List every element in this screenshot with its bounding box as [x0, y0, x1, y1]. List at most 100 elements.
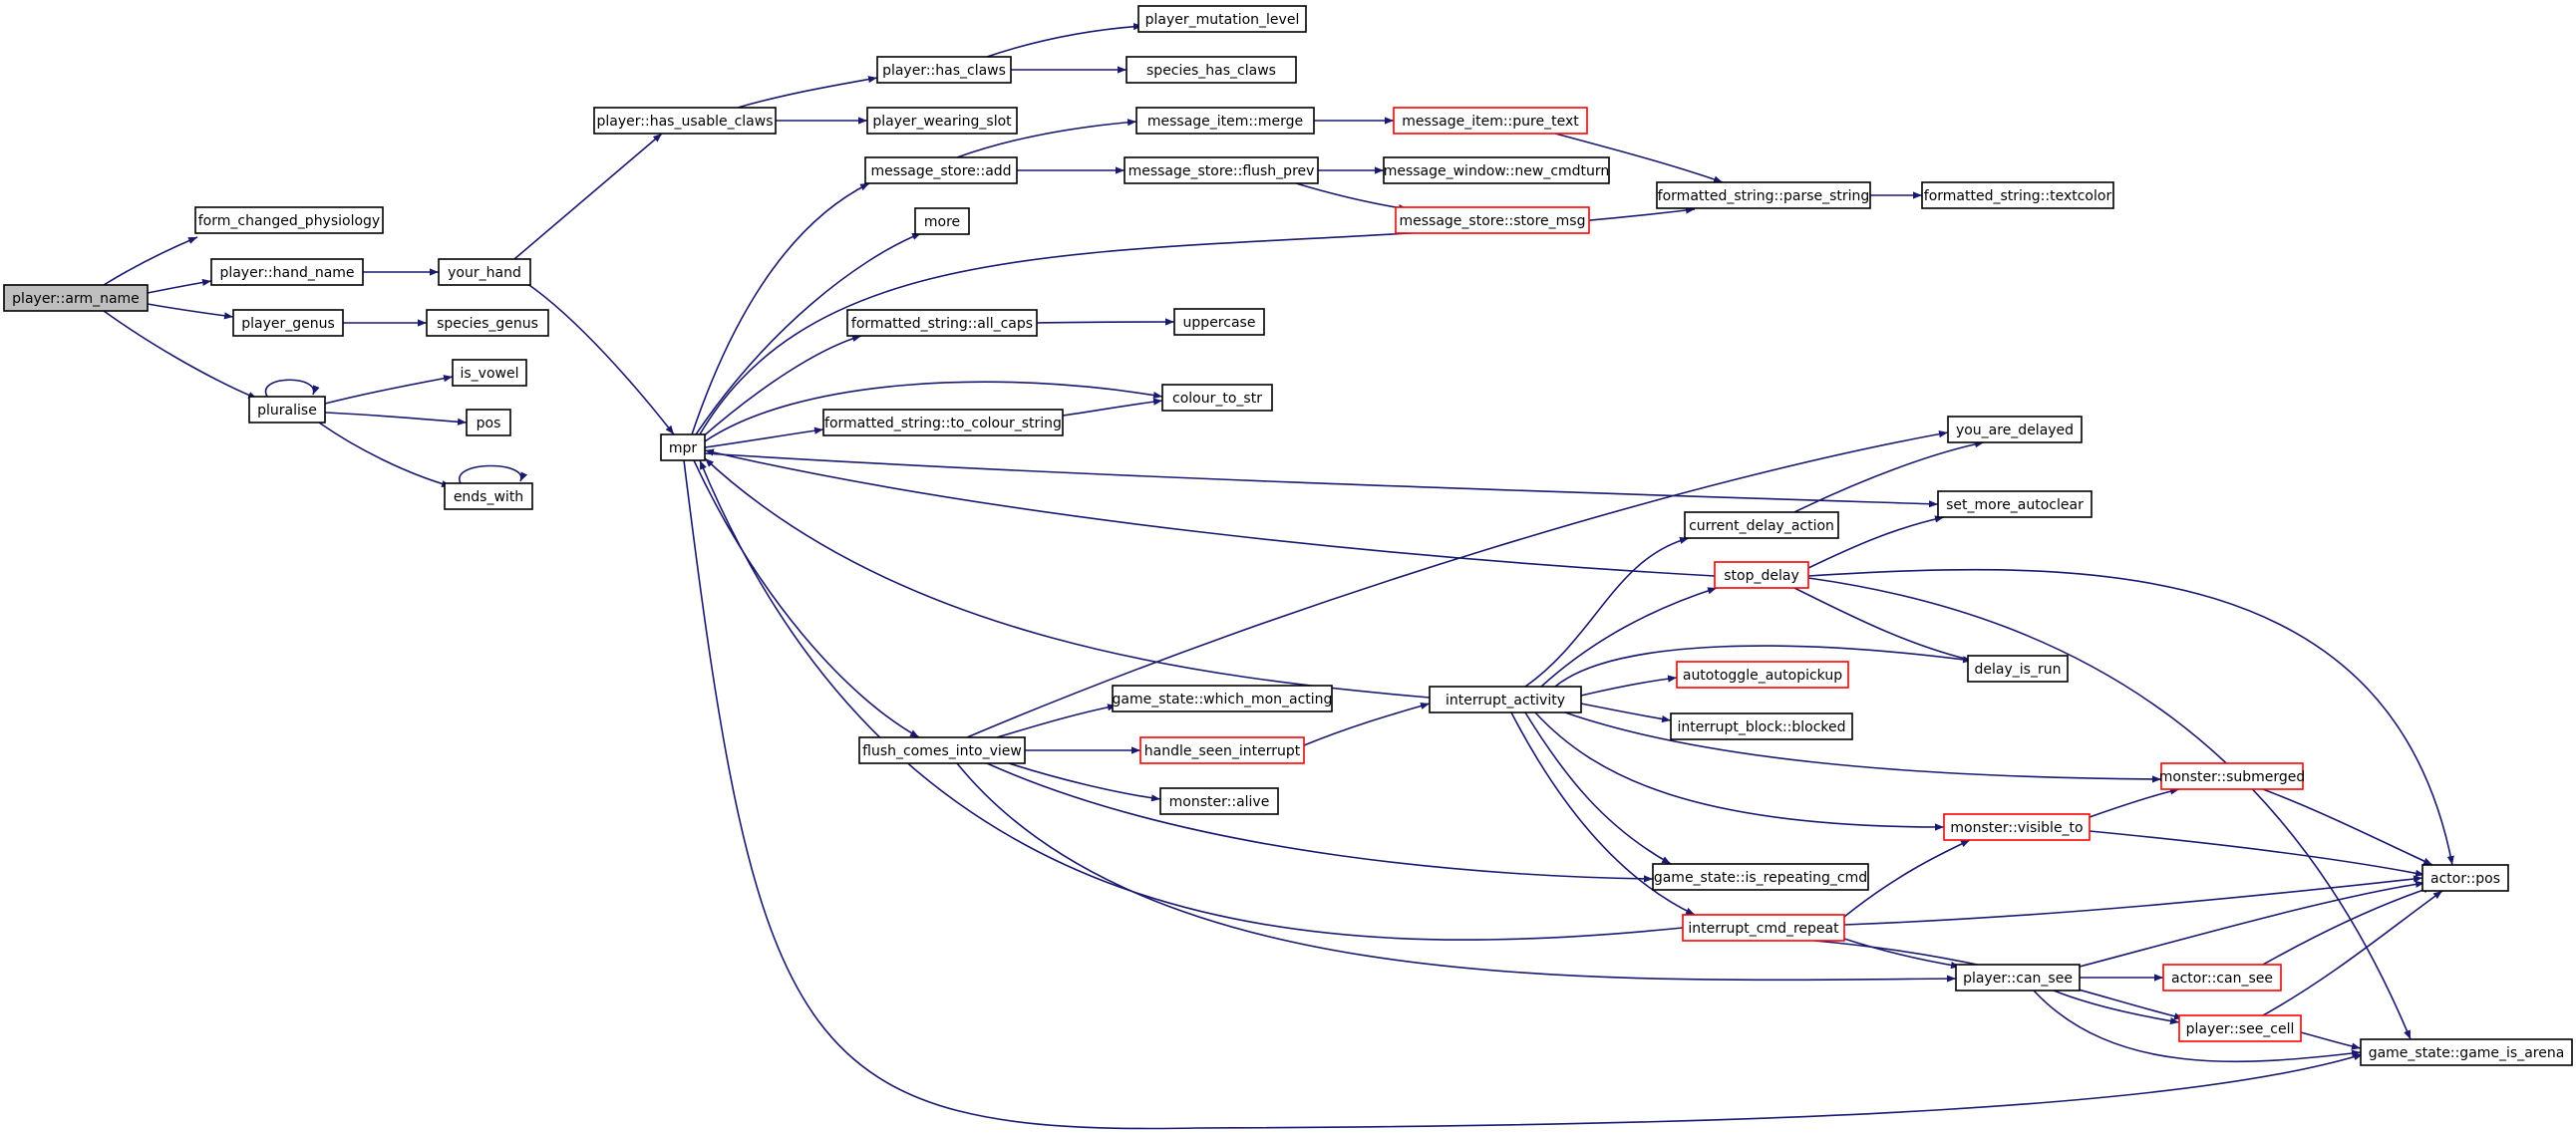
- node-ms-store-msg[interactable]: message_store::store_msg: [1395, 206, 1590, 234]
- node-ms-add[interactable]: message_store::add: [864, 156, 1018, 184]
- node-species-has-claws[interactable]: species_has_claws: [1126, 56, 1297, 84]
- edge-flush_comes-to-gs_is_repeating: [986, 762, 1654, 883]
- node-label: mpr: [669, 440, 698, 456]
- edge-your_hand-to-mpr: [525, 282, 675, 435]
- edge-monster_visible_to-to-monster_submerged: [2089, 787, 2180, 818]
- node-set-more-autoclear[interactable]: set_more_autoclear: [1937, 490, 2093, 518]
- node-mutation-level[interactable]: player_mutation_level: [1137, 5, 1307, 33]
- node-autotoggle[interactable]: autotoggle_autopickup: [1676, 661, 1849, 689]
- node-more[interactable]: more: [914, 207, 970, 235]
- node-arm-name[interactable]: player::arm_name: [3, 284, 149, 312]
- node-label: formatted_string::all_caps: [851, 316, 1033, 332]
- edge-player_can_see-to-gs_game_is_arena: [2033, 990, 2362, 1063]
- node-ends-with[interactable]: ends_with: [444, 482, 533, 510]
- node-label: message_item::merge: [1147, 114, 1303, 130]
- node-label: player_mutation_level: [1145, 12, 1300, 28]
- node-label: message_window::new_cmdturn: [1384, 163, 1610, 179]
- node-box: [914, 207, 970, 235]
- edge-pluralise-to-ends_with: [318, 422, 452, 487]
- node-player-can-see[interactable]: player::can_see: [1955, 964, 2081, 992]
- node-box: [3, 284, 149, 312]
- node-label: pos: [477, 416, 501, 431]
- edge-interrupt_activity-to-stop_delay: [1540, 587, 1718, 688]
- edge-stop_delay-to-set_more_autoclear: [1807, 515, 1945, 569]
- node-label: player::can_see: [1963, 971, 2073, 987]
- node-gs-is-repeating[interactable]: game_state::is_repeating_cmd: [1652, 863, 1869, 891]
- edge-interrupt_activity-to-gs_is_repeating: [1524, 711, 1672, 865]
- node-mi-merge[interactable]: message_item::merge: [1135, 107, 1315, 135]
- nodes: player::arm_nameform_changed_physiologyp…: [3, 5, 2573, 1066]
- node-mi-pure-text[interactable]: message_item::pure_text: [1393, 107, 1588, 135]
- edge-arm_name-to-player_genus: [147, 303, 234, 320]
- edge-interrupt_activity-to-ib_blocked: [1580, 703, 1672, 723]
- node-fs-textcolor[interactable]: formatted_string::textcolor: [1921, 181, 2114, 209]
- node-stop-delay[interactable]: stop_delay: [1714, 561, 1809, 589]
- edge-flush_comes-to-gs_which_mon: [996, 704, 1118, 738]
- edge-mi_pure_text-to-fs_parse_string: [1554, 133, 1724, 183]
- node-label: species_genus: [437, 316, 538, 332]
- edge-mpr-to-more: [695, 232, 922, 435]
- edge-stop_delay-to-delay_is_run: [1793, 587, 1979, 664]
- node-actor-can-see[interactable]: actor::can_see: [2162, 964, 2282, 992]
- node-label: delay_is_run: [1975, 662, 2062, 678]
- node-handle-seen[interactable]: handle_seen_interrupt: [1139, 736, 1305, 764]
- node-actor-pos[interactable]: actor::pos: [2421, 864, 2509, 892]
- edge-mpr-to-ms_add: [691, 182, 870, 435]
- node-pluralise[interactable]: pluralise: [248, 396, 326, 424]
- node-gs-game-is-arena[interactable]: game_state::game_is_arena: [2360, 1038, 2573, 1066]
- node-label: actor::pos: [2430, 871, 2500, 887]
- node-monster-submerged[interactable]: monster::submerged: [2159, 762, 2306, 790]
- node-gs-which-mon[interactable]: game_state::which_mon_acting: [1112, 685, 1333, 712]
- node-delay-is-run[interactable]: delay_is_run: [1967, 655, 2069, 683]
- node-player-genus[interactable]: player_genus: [232, 309, 344, 337]
- node-box: [210, 258, 364, 286]
- node-your-hand[interactable]: your_hand: [438, 258, 531, 286]
- node-flush-comes[interactable]: flush_comes_into_view: [858, 736, 1026, 764]
- node-current-delay[interactable]: current_delay_action: [1684, 511, 1839, 539]
- node-box: [232, 309, 344, 337]
- node-colour-to-str[interactable]: colour_to_str: [1161, 384, 1273, 412]
- node-ib-blocked[interactable]: interrupt_block::blocked: [1670, 712, 1853, 740]
- node-has-usable-claws[interactable]: player::has_usable_claws: [593, 107, 777, 135]
- node-box: [1684, 511, 1839, 539]
- node-box: [1395, 206, 1590, 234]
- node-label: game_state::which_mon_acting: [1113, 692, 1333, 708]
- edge-current_delay-to-you_are_delayed: [1793, 440, 1985, 513]
- node-box: [1652, 863, 1869, 891]
- node-wearing-slot[interactable]: player_wearing_slot: [866, 107, 1018, 135]
- edge-stop_delay-to-gs_game_is_arena: [1807, 577, 2412, 1040]
- node-mpr[interactable]: mpr: [660, 433, 706, 461]
- edge-mpr-to-all_caps: [700, 335, 862, 439]
- node-hand-name[interactable]: player::hand_name: [210, 258, 364, 286]
- edge-ends_with-to-ends_with: [459, 464, 528, 484]
- node-box: [1682, 914, 1845, 942]
- node-pos[interactable]: pos: [466, 409, 511, 436]
- node-interrupt-cmd-repeat[interactable]: interrupt_cmd_repeat: [1682, 914, 1845, 942]
- node-uppercase[interactable]: uppercase: [1173, 308, 1265, 336]
- node-monster-visible-to[interactable]: monster::visible_to: [1943, 813, 2091, 841]
- node-species-genus[interactable]: species_genus: [426, 309, 549, 337]
- node-monster-alive[interactable]: monster::alive: [1159, 787, 1279, 815]
- node-form-changed[interactable]: form_changed_physiology: [194, 206, 384, 234]
- node-mw-new-cmdturn[interactable]: message_window::new_cmdturn: [1383, 156, 1610, 184]
- node-box: [1947, 416, 2083, 443]
- node-interrupt-activity[interactable]: interrupt_activity: [1429, 686, 1582, 713]
- node-to-colour-string[interactable]: formatted_string::to_colour_string: [822, 409, 1064, 436]
- node-label: ends_with: [454, 489, 523, 505]
- node-you-are-delayed[interactable]: you_are_delayed: [1947, 416, 2083, 443]
- node-is-vowel[interactable]: is_vowel: [452, 359, 527, 387]
- node-fs-parse-string[interactable]: formatted_string::parse_string: [1656, 181, 1871, 209]
- node-ms-flush-prev[interactable]: message_store::flush_prev: [1124, 156, 1319, 184]
- node-player-see-cell[interactable]: player::see_cell: [2178, 1014, 2302, 1042]
- node-label: game_state::is_repeating_cmd: [1654, 870, 1867, 886]
- node-box: [1670, 712, 1853, 740]
- node-has-claws[interactable]: player::has_claws: [876, 56, 1012, 84]
- node-box: [864, 156, 1018, 184]
- edge-interrupt_activity-to-monster_visible_to: [1534, 711, 1945, 831]
- edge-mpr-to-set_more_autoclear: [704, 452, 1939, 508]
- node-box: [1124, 156, 1319, 184]
- node-label: pluralise: [257, 403, 317, 419]
- node-label: game_state::game_is_arena: [2369, 1045, 2565, 1061]
- node-all-caps[interactable]: formatted_string::all_caps: [846, 309, 1038, 337]
- edge-to_colour_string-to-colour_to_str: [1062, 398, 1163, 417]
